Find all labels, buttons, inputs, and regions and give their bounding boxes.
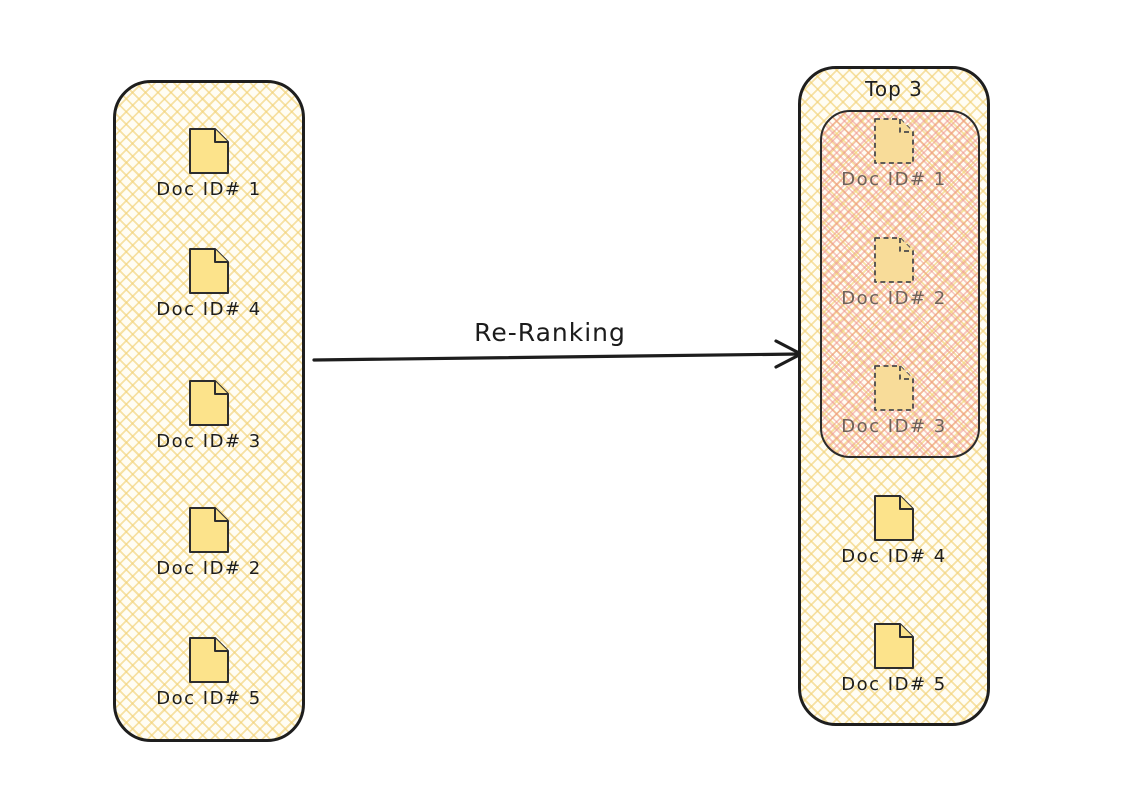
doc-label: Doc ID# 2 (156, 558, 262, 579)
doc-label: Doc ID# 3 (841, 416, 947, 437)
document-icon (189, 380, 229, 426)
document-icon (874, 623, 914, 669)
doc-label: Doc ID# 1 (156, 179, 262, 200)
doc-label: Doc ID# 5 (156, 688, 262, 709)
doc-label: Doc ID# 4 (156, 299, 262, 320)
doc-item: Doc ID# 3 (819, 363, 969, 437)
top3-group-label: Top 3 (865, 77, 923, 101)
retrieved-docs-panel: Doc ID# 1 Doc ID# 4 Doc ID# 3 Doc ID# 2 (113, 80, 305, 742)
document-icon (189, 248, 229, 294)
doc-item: Doc ID# 4 (134, 246, 284, 320)
document-icon-dashed (874, 365, 914, 411)
document-icon-dashed (874, 118, 914, 164)
doc-label: Doc ID# 4 (841, 546, 947, 567)
doc-item: Doc ID# 5 (134, 635, 284, 709)
doc-item: Doc ID# 2 (134, 505, 284, 579)
reranked-docs-panel: Top 3 Doc ID# 1 Doc ID# 2 Doc ID# 3 (798, 66, 990, 726)
document-icon (189, 128, 229, 174)
document-icon (189, 637, 229, 683)
doc-item: Doc ID# 4 (819, 493, 969, 567)
doc-item: Doc ID# 2 (819, 235, 969, 309)
doc-label: Doc ID# 1 (841, 169, 947, 190)
document-icon (189, 507, 229, 553)
doc-item: Doc ID# 5 (819, 621, 969, 695)
document-icon (874, 495, 914, 541)
doc-item: Doc ID# 1 (134, 126, 284, 200)
doc-item: Doc ID# 3 (134, 378, 284, 452)
doc-item: Doc ID# 1 (819, 116, 969, 190)
doc-label: Doc ID# 5 (841, 674, 947, 695)
doc-label: Doc ID# 3 (156, 431, 262, 452)
doc-label: Doc ID# 2 (841, 288, 947, 309)
arrow-label: Re-Ranking (474, 318, 626, 347)
document-icon-dashed (874, 237, 914, 283)
